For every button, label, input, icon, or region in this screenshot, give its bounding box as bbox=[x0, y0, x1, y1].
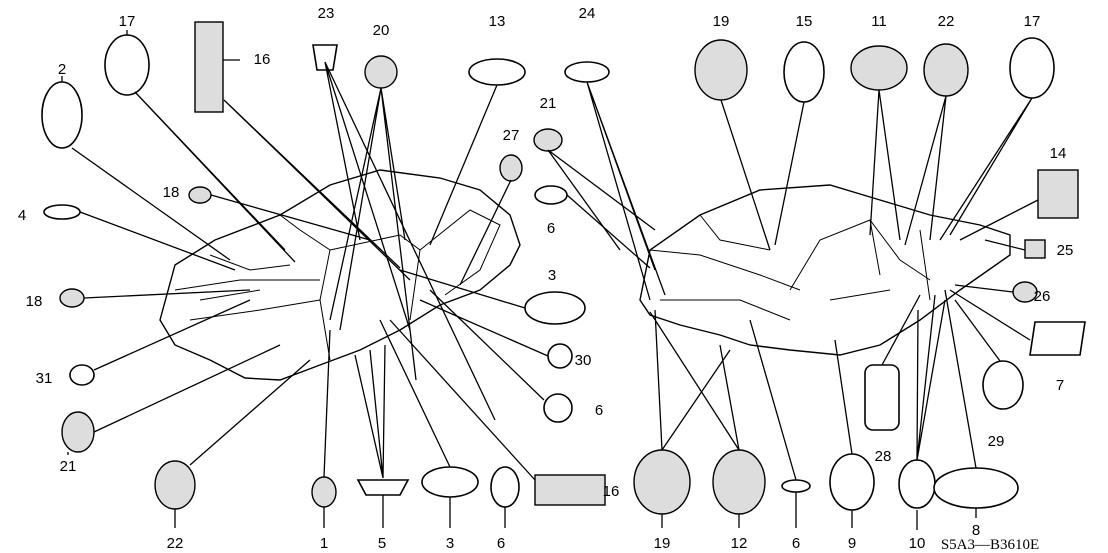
callout-label-2: 2 bbox=[58, 61, 66, 78]
callout-label-14: 14 bbox=[1050, 145, 1067, 162]
callout-label-17: 17 bbox=[1024, 13, 1041, 30]
callout-label-30: 30 bbox=[575, 352, 592, 369]
part-13-grommet bbox=[468, 58, 526, 86]
part-6-ring-lower bbox=[781, 479, 811, 493]
callout-label-1: 1 bbox=[320, 535, 328, 552]
callout-label-7: 7 bbox=[1056, 377, 1064, 394]
part-6-disc-lower bbox=[490, 466, 520, 508]
part-8-seal bbox=[933, 467, 1019, 509]
part-22-grommet bbox=[923, 43, 969, 97]
part-2-plug bbox=[41, 81, 83, 149]
callout-label-26: 26 bbox=[1034, 288, 1051, 305]
callout-label-15: 15 bbox=[796, 13, 813, 30]
part-22-grommet-lower bbox=[154, 460, 196, 510]
callout-label-22: 22 bbox=[167, 535, 184, 552]
part-31-plug bbox=[69, 364, 95, 386]
rear-body-shell bbox=[639, 184, 1011, 356]
callout-label-28: 28 bbox=[875, 448, 892, 465]
callout-label-20: 20 bbox=[373, 22, 390, 39]
callout-label-23: 23 bbox=[318, 5, 335, 22]
callout-label-3: 3 bbox=[446, 535, 454, 552]
callout-label-19: 19 bbox=[713, 13, 730, 30]
part-20-grommet bbox=[364, 55, 398, 89]
part-3-grommet-lower bbox=[421, 466, 479, 498]
part-29-grommet bbox=[982, 360, 1024, 410]
part-18-grommet-lower bbox=[59, 288, 85, 308]
part-1-grommet bbox=[311, 476, 337, 508]
callout-label-6: 6 bbox=[547, 220, 555, 237]
part-19-grommet-lower bbox=[633, 449, 691, 515]
callout-label-6: 6 bbox=[497, 535, 505, 552]
part-14-pad bbox=[1037, 169, 1079, 219]
callout-label-19: 19 bbox=[654, 535, 671, 552]
callout-label-22: 22 bbox=[938, 13, 955, 30]
callout-label-11: 11 bbox=[871, 13, 887, 30]
callout-label-31: 31 bbox=[36, 370, 53, 387]
callout-label-5: 5 bbox=[378, 535, 386, 552]
callout-label-16: 16 bbox=[603, 483, 620, 500]
part-9-plug bbox=[829, 453, 875, 511]
part-17-disc bbox=[104, 34, 150, 96]
callout-label-21: 21 bbox=[60, 458, 77, 475]
part-17-disc-right bbox=[1009, 37, 1055, 99]
callout-label-6: 6 bbox=[595, 402, 603, 419]
part-6-disc bbox=[543, 393, 573, 423]
diagram-code: S5A3—B3610E bbox=[941, 537, 1039, 553]
callout-label-24: 24 bbox=[579, 5, 596, 22]
part-24-seal bbox=[564, 61, 610, 83]
part-7-grommet bbox=[1029, 321, 1086, 356]
part-25-pad bbox=[1024, 239, 1046, 259]
callout-label-9: 9 bbox=[848, 535, 856, 552]
part-12-grommet bbox=[712, 449, 766, 515]
callout-label-10: 10 bbox=[909, 535, 926, 552]
callout-label-12: 12 bbox=[731, 535, 748, 552]
part-30-disc bbox=[547, 343, 573, 369]
leader-lines bbox=[61, 30, 1039, 530]
callout-label-6: 6 bbox=[792, 535, 800, 552]
callout-label-18: 18 bbox=[163, 184, 180, 201]
part-10-disc bbox=[898, 459, 936, 509]
callout-label-4: 4 bbox=[18, 207, 26, 224]
part-16-tape-lower bbox=[534, 474, 606, 506]
part-21-grommet bbox=[533, 128, 563, 152]
part-11-grommet bbox=[850, 45, 908, 91]
callout-label-16: 16 bbox=[254, 51, 271, 68]
callout-label-3: 3 bbox=[548, 267, 556, 284]
callout-label-29: 29 bbox=[988, 433, 1005, 450]
part-28-pad bbox=[864, 364, 900, 431]
callout-label-21: 21 bbox=[540, 95, 557, 112]
part-19-grommet bbox=[694, 39, 748, 101]
part-18-grommet bbox=[188, 186, 212, 204]
part-5-plug bbox=[356, 479, 410, 496]
callout-label-25: 25 bbox=[1057, 242, 1074, 259]
part-3-grommet bbox=[524, 291, 586, 325]
callout-label-13: 13 bbox=[489, 13, 506, 30]
part-21-grommet-lower bbox=[61, 411, 95, 453]
part-23-clip bbox=[312, 44, 338, 71]
part-16-sealing-tape bbox=[194, 21, 224, 113]
part-27-grommet bbox=[499, 154, 523, 182]
part-4-ring bbox=[43, 204, 81, 220]
part-15-plug bbox=[783, 41, 825, 103]
part-6-ring bbox=[534, 185, 568, 205]
callout-label-8: 8 bbox=[972, 522, 980, 539]
callout-label-17: 17 bbox=[119, 13, 136, 30]
callout-label-27: 27 bbox=[503, 127, 520, 144]
callout-label-18: 18 bbox=[26, 293, 43, 310]
